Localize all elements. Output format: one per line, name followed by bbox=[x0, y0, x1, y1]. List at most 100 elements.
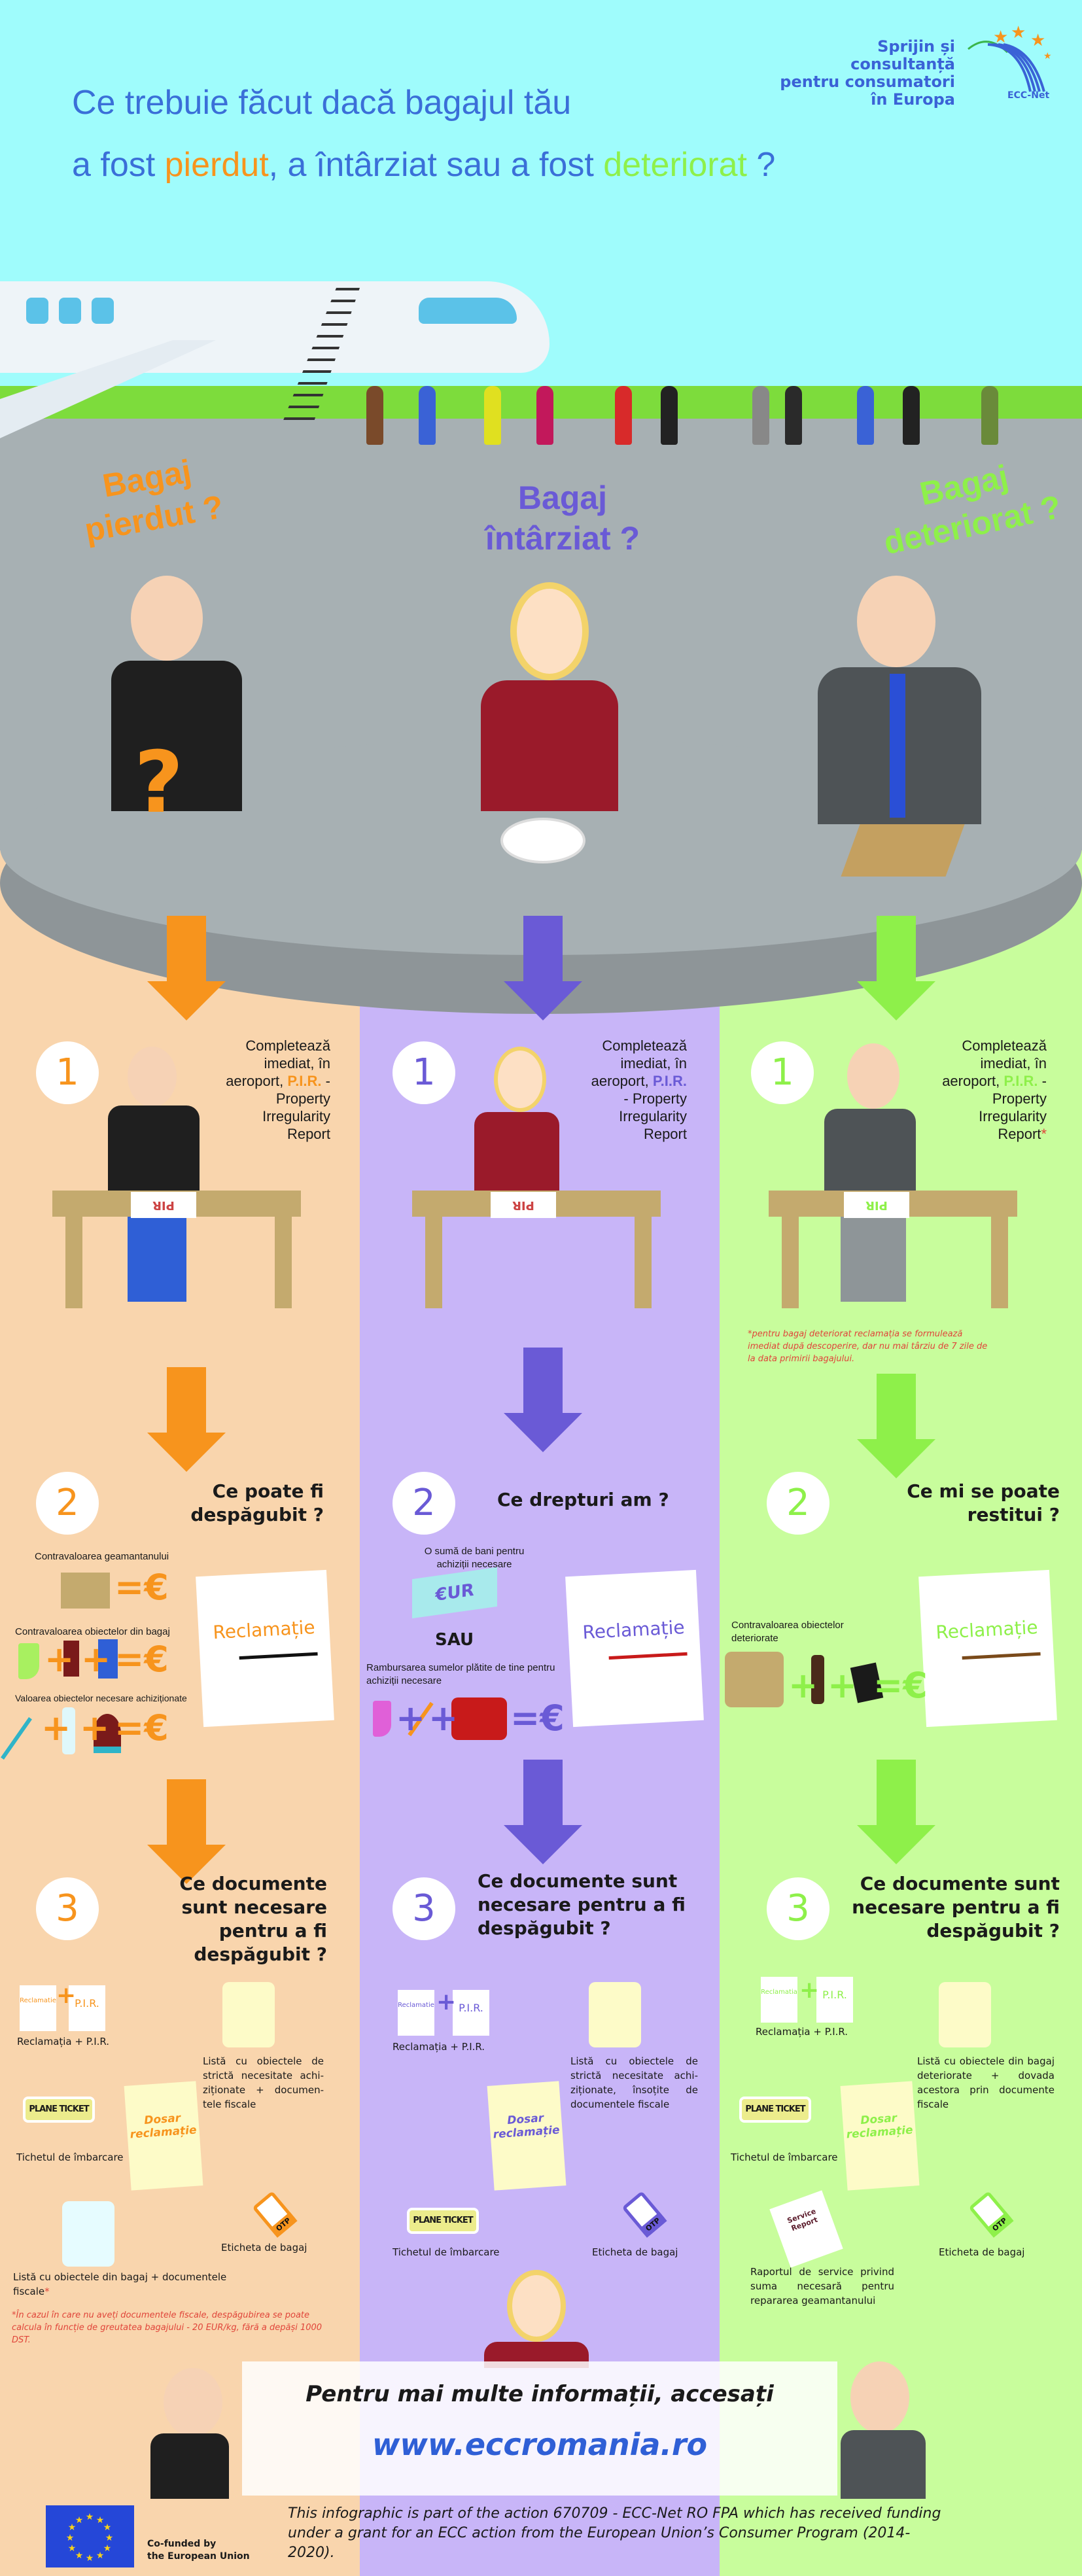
funding-disclaimer: This infographic is part of the action 6… bbox=[288, 2505, 941, 2561]
text-line: Irregularity bbox=[262, 1108, 330, 1124]
equals-euro: =€ bbox=[114, 1567, 169, 1608]
man-suit-filling-form-illustration bbox=[847, 1043, 899, 1109]
claim-folder-icon: Dosar reclamație bbox=[124, 2081, 203, 2191]
tag-label: Eticheta de bagaj bbox=[939, 2246, 1025, 2258]
headline-line: Bagaj bbox=[517, 479, 608, 516]
lost-footnote: *În cazul în care nu aveți documentele f… bbox=[12, 2310, 323, 2345]
title-damaged: deteriorat bbox=[603, 146, 747, 184]
clock-icon bbox=[500, 818, 585, 863]
eu-flag-icon: ★★★★★★★★★★★★ bbox=[46, 2505, 134, 2567]
confused-man-illustration bbox=[131, 576, 203, 661]
book-icon bbox=[63, 1641, 79, 1677]
text-line: Report* bbox=[922, 1125, 1047, 1143]
claim-paper: Reclamație bbox=[196, 1569, 334, 1728]
down-arrow-icon bbox=[857, 916, 935, 1020]
down-arrow-icon bbox=[857, 1374, 935, 1478]
man-torso bbox=[150, 2433, 229, 2499]
text-line: Property bbox=[992, 1090, 1047, 1107]
desk-leg bbox=[991, 1217, 1008, 1308]
list2-text: Listă cu obiectele din bagaj + documente… bbox=[13, 2271, 227, 2297]
ecc-logo-text: Sprijin și consultanță pentru consumator… bbox=[778, 38, 955, 109]
claim-document-icon: Reclamatie bbox=[20, 1985, 56, 2031]
down-arrow-icon bbox=[504, 1348, 582, 1452]
winter-hat-icon bbox=[94, 1714, 121, 1753]
text-line: Irregularity bbox=[979, 1108, 1047, 1124]
svg-text:★: ★ bbox=[68, 2543, 77, 2554]
logo-brand: ECC-Net bbox=[1007, 90, 1049, 98]
svg-text:★: ★ bbox=[993, 27, 1008, 47]
claim-paper: Reclamație bbox=[918, 1569, 1057, 1728]
logo-line: Sprijin și consultanță bbox=[850, 37, 955, 73]
ticket-label: Tichetul de îmbarcare bbox=[393, 2246, 500, 2258]
list2-label: Listă cu obiectele din bagaj + documente… bbox=[13, 2270, 236, 2299]
text: - bbox=[1038, 1073, 1047, 1089]
more-info-text: Pentru mai multe informații, accesați bbox=[305, 2381, 774, 2407]
ticket-label: Tichetul de îmbarcare bbox=[16, 2151, 124, 2163]
text-line: aeroport, P.I.R. bbox=[563, 1072, 687, 1090]
claim-folder-icon: Dosar reclamație bbox=[840, 2081, 920, 2191]
desk-leg bbox=[425, 1217, 442, 1308]
suitcase-icon bbox=[61, 1573, 110, 1609]
step-number: 2 bbox=[36, 1472, 99, 1535]
pir-highlight: P.I.R. bbox=[652, 1073, 687, 1089]
equals-euro: =€ bbox=[114, 1707, 169, 1749]
plane-ticket-icon: PLANE TICKET bbox=[739, 2097, 811, 2123]
claim-label: Reclamație bbox=[935, 1616, 1039, 1644]
compensation-item-label: Contravaloarea obiectelor din bagaj bbox=[15, 1626, 170, 1637]
svg-text:★: ★ bbox=[66, 2533, 75, 2543]
plane-window bbox=[59, 298, 81, 324]
headline-line: întârziat ? bbox=[485, 520, 640, 557]
blue-tie bbox=[890, 674, 905, 818]
plus-sign: + bbox=[799, 1977, 820, 2004]
plus-sign: + bbox=[828, 1665, 858, 1706]
list-scroll-icon bbox=[939, 1982, 991, 2047]
passenger-figure bbox=[785, 386, 802, 445]
pir-highlight: P.I.R. bbox=[1003, 1073, 1038, 1089]
suit-torso bbox=[824, 1109, 916, 1191]
cockpit-window bbox=[419, 298, 517, 324]
passenger-figure bbox=[903, 386, 920, 445]
down-arrow-icon bbox=[504, 1760, 582, 1864]
tag-label: Eticheta de bagaj bbox=[221, 2242, 307, 2254]
pen-icon bbox=[962, 1652, 1041, 1660]
text-line: Report bbox=[287, 1126, 330, 1142]
text-line: Completează bbox=[602, 1037, 687, 1054]
step-number: 1 bbox=[36, 1041, 99, 1104]
svg-text:★: ★ bbox=[103, 2522, 112, 2533]
passenger-figure bbox=[419, 386, 436, 445]
desk-leg bbox=[782, 1217, 799, 1308]
pir-highlight: P.I.R. bbox=[287, 1073, 322, 1089]
title-line-1: Ce trebuie făcut dacă bagajul tău bbox=[72, 84, 572, 122]
step3-question: Ce documente sunt necesare pentru a fi d… bbox=[478, 1870, 686, 1939]
title-text: ? bbox=[746, 146, 776, 184]
step3-question: Ce documente sunt necesare pentru a fi d… bbox=[852, 1873, 1060, 1941]
report-label: Raportul de service privind suma necesar… bbox=[750, 2266, 894, 2306]
ticket-label: Tichetul de îmbarcare bbox=[731, 2151, 838, 2163]
svg-text:★: ★ bbox=[1043, 51, 1052, 61]
text-line: Report bbox=[643, 1126, 687, 1142]
man-torso bbox=[108, 1105, 200, 1191]
title-lost: pierdut bbox=[164, 146, 269, 184]
desk-leg bbox=[635, 1217, 652, 1308]
text: aeroport, bbox=[591, 1073, 653, 1089]
down-arrow-icon bbox=[857, 1760, 935, 1864]
plus-sign: + bbox=[396, 1697, 426, 1739]
woman-torso bbox=[474, 1112, 559, 1191]
list-scroll-icon bbox=[589, 1982, 641, 2047]
title-text: a fost bbox=[72, 146, 165, 184]
claim-document-icon: Reclamatia bbox=[761, 1977, 797, 2023]
passenger-figure bbox=[857, 386, 874, 445]
website-link[interactable]: www.eccromania.ro bbox=[372, 2427, 708, 2462]
ecc-net-logo-icon: ★★★★ ECC-Net bbox=[968, 23, 1052, 98]
claim-pir-label: Reclamația + P.I.R. bbox=[756, 2026, 848, 2038]
logo-line: în Europa bbox=[871, 90, 955, 109]
woman-red-jacket bbox=[481, 680, 618, 811]
desk-leg bbox=[275, 1217, 292, 1308]
plane-ticket-icon: PLANE TICKET bbox=[407, 2208, 479, 2234]
plus-sign: + bbox=[428, 1697, 459, 1739]
text-line: imediat, în bbox=[980, 1055, 1047, 1071]
text: aeroport, bbox=[942, 1073, 1004, 1089]
plus-sign: + bbox=[56, 1982, 77, 2009]
